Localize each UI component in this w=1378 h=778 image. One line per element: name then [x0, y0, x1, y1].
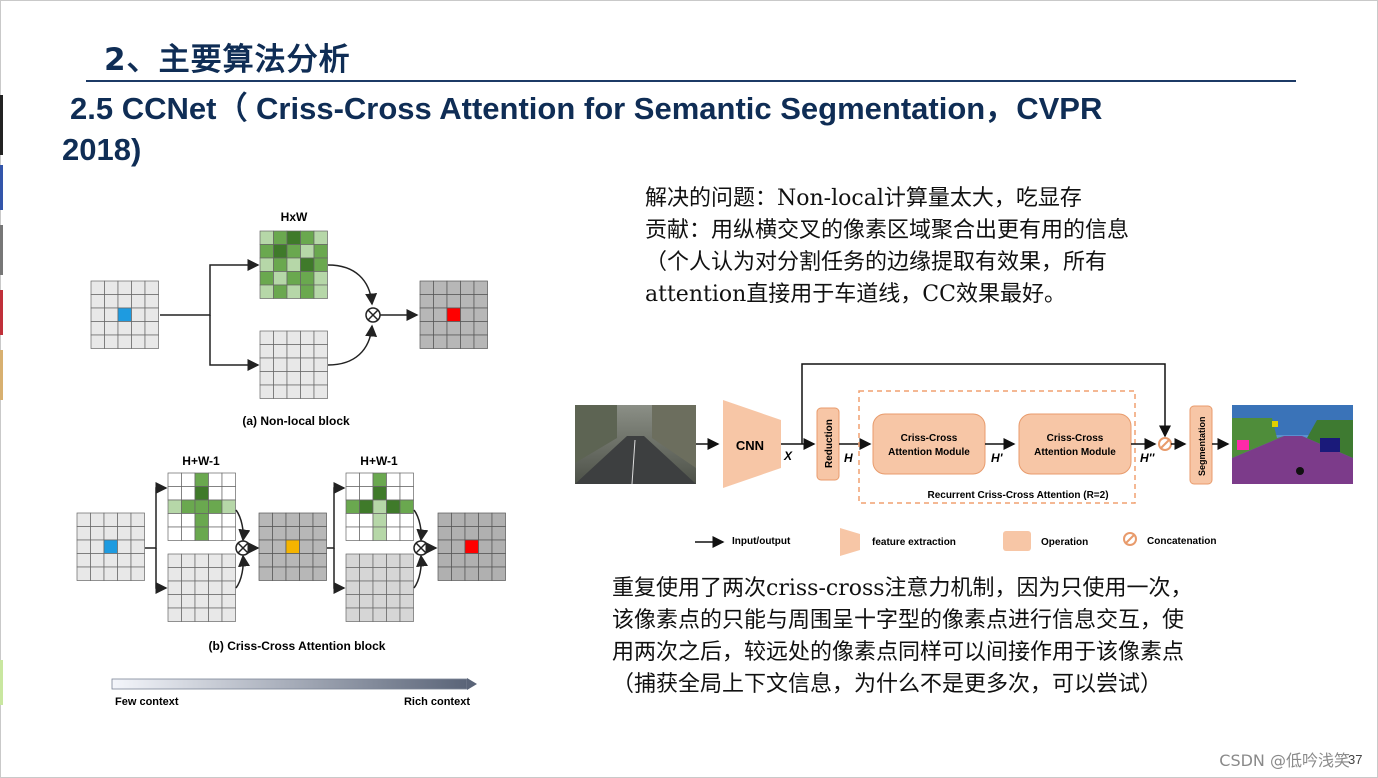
output-feature-map: [420, 281, 488, 349]
csdn-watermark: CSDN @低吟浅笑: [1219, 747, 1350, 771]
notes-top: 解决的问题：Non-local计算量太大，吃显存 贡献：用纵横交叉的像素区域聚合…: [645, 183, 1129, 311]
nonlocal-vs-crisscross-figure: HxW (a) Non-local block H+W-1 H+W-1 (b) …: [70, 200, 520, 720]
left-edge-strip: [0, 95, 3, 155]
note-line: 解决的问题：Non-local计算量太大，吃显存: [645, 183, 1129, 215]
ccnet-pipeline-figure: CNN X Reduction H Criss-Cross Attention …: [572, 358, 1362, 558]
note-line: （个人认为对分割任务的边缘提取有效果，所有: [645, 247, 1129, 279]
subtitle-line-2: 2018): [62, 129, 1262, 170]
section-title: 2、主要算法分析: [104, 34, 351, 79]
label-hw1-b: H+W-1: [360, 454, 398, 468]
svg-text:X: X: [783, 449, 793, 463]
svg-text:Attention Module: Attention Module: [888, 447, 970, 458]
legend-fe-icon: [840, 528, 860, 556]
few-context-label: Few context: [115, 696, 179, 708]
svg-text:H': H': [991, 451, 1004, 465]
input-street-image: [575, 405, 696, 484]
value-feature-map: [260, 331, 328, 399]
svg-text:H: H: [844, 451, 853, 465]
caption-b: (b) Criss-Cross Attention block: [209, 639, 386, 653]
caption-a: (a) Non-local block: [242, 414, 350, 428]
cc-mid-feature-map: [259, 513, 327, 581]
left-edge-strip: [0, 225, 3, 275]
context-bar: [112, 679, 467, 689]
left-edge-strip: [0, 290, 3, 335]
svg-text:H'': H'': [1140, 451, 1156, 465]
cc-attention-module-1: [873, 414, 985, 474]
cc-input-feature-map: [77, 513, 145, 581]
svg-text:Attention Module: Attention Module: [1034, 447, 1116, 458]
svg-text:CNN: CNN: [736, 438, 764, 453]
note-line: 重复使用了两次criss-cross注意力机制，因为只使用一次，: [612, 573, 1193, 605]
note-line: 贡献：用纵横交叉的像素区域聚合出更有用的信息: [645, 215, 1129, 247]
output-segmentation-map: [1232, 405, 1353, 484]
input-feature-map: [91, 281, 159, 349]
cc-value-map-2: [346, 554, 414, 622]
label-hw1-a: H+W-1: [182, 454, 220, 468]
cc-value-map-1: [168, 554, 236, 622]
cc-attention-module-2: [1019, 414, 1131, 474]
cc-attention-map-1: [168, 473, 236, 541]
legend-fe: feature extraction: [872, 537, 956, 548]
legend-io: Input/output: [732, 536, 791, 547]
attention-map-hxw: [260, 231, 328, 299]
legend-op: Operation: [1041, 537, 1088, 548]
notes-bottom: 重复使用了两次criss-cross注意力机制，因为只使用一次， 该像素点的只能…: [612, 573, 1193, 701]
note-line: 用两次之后，较远处的像素点同样可以间接作用于该像素点: [612, 637, 1193, 669]
note-line: 该像素点的只能与周围呈十字型的像素点进行信息交互，使: [612, 605, 1193, 637]
svg-text:Criss-Cross: Criss-Cross: [901, 433, 958, 444]
label-hxw: HxW: [281, 210, 308, 224]
note-line: attention直接用于车道线，CC效果最好。: [645, 279, 1129, 311]
cc-output-feature-map: [438, 513, 506, 581]
left-edge-strip: [0, 660, 3, 705]
title-rule: [86, 80, 1296, 82]
svg-text:Segmentation: Segmentation: [1197, 416, 1207, 476]
legend-op-icon: [1003, 531, 1031, 551]
page-number: 37: [1348, 752, 1362, 767]
subtitle: 2.5 CCNet（ Criss-Cross Attention for Sem…: [62, 88, 1262, 170]
svg-text:Reduction: Reduction: [824, 419, 835, 468]
note-line: （捕获全局上下文信息，为什么不是更多次，可以尝试）: [612, 669, 1193, 701]
recurrent-caption: Recurrent Criss-Cross Attention (R=2): [927, 490, 1108, 501]
cc-attention-map-2: [346, 473, 414, 541]
subtitle-line-1: 2.5 CCNet（ Criss-Cross Attention for Sem…: [62, 88, 1262, 129]
left-edge-strip: [0, 165, 3, 210]
rich-context-label: Rich context: [404, 696, 470, 708]
legend-cat: Concatenation: [1147, 536, 1216, 547]
svg-text:Criss-Cross: Criss-Cross: [1047, 433, 1104, 444]
left-edge-strip: [0, 350, 3, 400]
